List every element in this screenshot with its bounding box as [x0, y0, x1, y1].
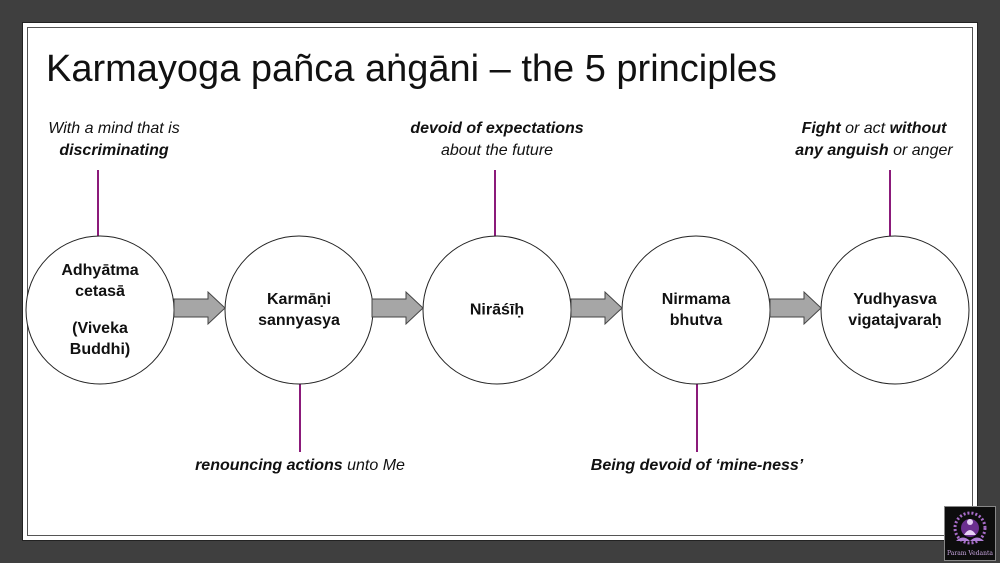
logo-text: Param Vedanta	[947, 550, 993, 557]
meditation-lotus-icon	[953, 511, 987, 545]
principle-label-4: Nirmama bhutva	[661, 291, 731, 329]
principle-label-3: Nirāśīḥ	[469, 301, 525, 319]
annotation-4: Being devoid of ‘mine-ness’	[590, 457, 804, 474]
page-title: Karmayoga pañca aṅgāni – the 5 principle…	[46, 48, 777, 90]
flow-arrow-2	[371, 290, 424, 326]
param-vedanta-logo: Param Vedanta	[944, 506, 996, 561]
flow-arrow-1	[173, 290, 226, 326]
annotation-2: renouncing actions unto Me	[195, 457, 405, 474]
slide-border	[27, 27, 973, 536]
principle-label-1: Adhyātma cetasā (Viveka Buddhi)	[61, 262, 139, 358]
principle-label-2: Karmāṇi sannyasya	[258, 291, 340, 329]
principle-label-5: Yudhyasva vigatajvaraḥ	[848, 291, 942, 329]
flow-arrow-4	[769, 290, 822, 326]
annotation-5: Fight or act without any anguish or ange…	[795, 120, 953, 159]
annotation-1: With a mind that is discriminating	[48, 120, 180, 159]
annotation-3: devoid of expectations about the future	[410, 120, 584, 159]
flow-arrow-3	[570, 290, 623, 326]
principle-circle-5	[820, 235, 970, 385]
